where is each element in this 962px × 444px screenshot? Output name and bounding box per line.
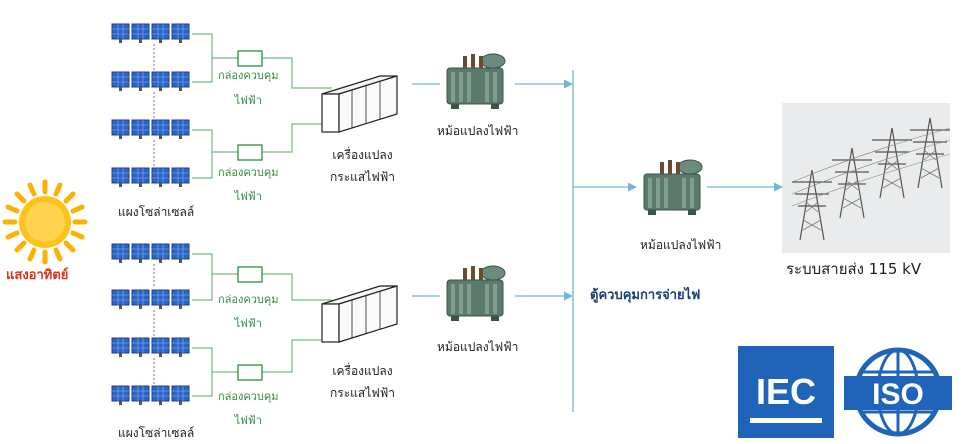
combiner-label-1-line2: ไฟฟ้า (234, 94, 262, 108)
combiner-label-4-line2: ไฟฟ้า (234, 414, 262, 428)
combiner-label-3-line2: ไฟฟ้า (234, 317, 262, 331)
iec-logo: IEC (738, 346, 834, 438)
combiner-box-3 (237, 266, 263, 283)
combiner-label-2-line1: กล่องควบคุม (218, 166, 279, 179)
transformer-lower (446, 265, 506, 322)
switchgear-label: ตู้ควบคุมการจ่ายไฟ (590, 288, 701, 303)
combiner-label-1: กล่องควบคุม ไฟฟ้า (218, 69, 279, 107)
sun-icon (2, 179, 88, 265)
transmission-towers (791, 117, 951, 241)
grid-background (782, 103, 950, 253)
combiner-label-4: กล่องควบคุม ไฟฟ้า (218, 390, 279, 427)
solar-panel-row-4 (112, 168, 189, 187)
sun-label: แสงอาทิตย์ (6, 268, 69, 283)
inverter-label-lower-line2: กระแสไฟฟ้า (330, 386, 395, 401)
transformer-main (643, 159, 703, 216)
combiner-box-4 (237, 364, 263, 381)
iso-logo: ISO (844, 347, 952, 437)
combiner-label-3: กล่องควบคุม ไฟฟ้า (218, 293, 279, 330)
combiner-label-1-line1: กล่องควบคุม (218, 69, 279, 82)
transmission-label: ระบบสายส่ง 115 kV (786, 260, 922, 278)
solar-panel-row-6 (112, 290, 189, 309)
dc-wiring-upper (192, 33, 332, 179)
dc-wiring-lower (192, 253, 332, 397)
solar-panel-row-2 (112, 72, 189, 91)
combiner-label-2: กล่องควบคุม ไฟฟ้า (218, 166, 279, 203)
transformer-label-upper: หม้อแปลงไฟฟ้า (437, 124, 519, 138)
inverter-box-upper (321, 75, 398, 133)
ac-wiring (412, 70, 783, 412)
solar-panel-row-5 (112, 244, 189, 263)
solar-panel-row-8 (112, 386, 189, 405)
solar-panel-row-3 (112, 120, 189, 139)
transformer-label-lower: หม้อแปลงไฟฟ้า (437, 340, 519, 354)
inverter-label-upper-line2: กระแสไฟฟ้า (330, 170, 395, 185)
combiner-box-1 (237, 50, 263, 67)
solar-panel-row-7 (112, 338, 189, 357)
inverter-box-lower (321, 285, 398, 343)
inverter-label-upper-line1: เครื่องแปลง (332, 148, 393, 162)
inverter-label-lower-line1: เครื่องแปลง (332, 364, 393, 378)
inverter-label-upper: เครื่องแปลง กระแสไฟฟ้า (330, 148, 395, 185)
panels-label-upper: แผงโซล่าเซลล์ (118, 205, 195, 219)
iso-logo-text: ISO (872, 378, 924, 411)
iec-logo-text: IEC (756, 371, 816, 412)
solar-panel-row-1 (112, 24, 189, 43)
inverter-label-lower: เครื่องแปลง กระแสไฟฟ้า (330, 364, 395, 401)
combiner-label-4-line1: กล่องควบคุม (218, 390, 279, 403)
combiner-box-2 (237, 144, 263, 161)
transformer-upper (446, 53, 506, 110)
combiner-label-3-line1: กล่องควบคุม (218, 293, 279, 306)
panels-label-lower: แผงโซล่าเซลล์ (118, 426, 195, 440)
combiner-label-2-line2: ไฟฟ้า (234, 190, 262, 204)
transformer-label-main: หม้อแปลงไฟฟ้า (640, 238, 722, 252)
